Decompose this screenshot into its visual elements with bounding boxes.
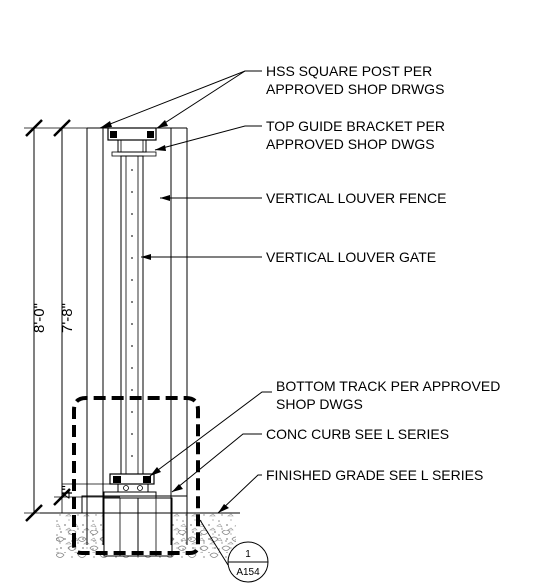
post-footing-right xyxy=(137,497,173,557)
callout-top-guide-line2: APPROVED SHOP DWGS xyxy=(266,136,435,152)
dimension-clearance: 4" xyxy=(59,483,110,513)
callout-top-guide-line1: TOP GUIDE BRACKET PER xyxy=(266,118,445,134)
detail-number: 1 xyxy=(245,549,251,560)
louver-gate-panel xyxy=(120,155,144,475)
callout-bottom-track-line1: BOTTOM TRACK PER APPROVED xyxy=(276,378,500,394)
dimension-overall-height: 8'-0" xyxy=(31,303,48,333)
footing-dashed-outline xyxy=(72,396,200,555)
dimension-gate-height: 7'-8" xyxy=(59,303,76,333)
bottom-track xyxy=(103,473,157,499)
top-guide-bracket xyxy=(107,127,157,157)
detail-reference-tag: 1 A154 xyxy=(227,541,269,583)
callout-finished-grade: FINISHED GRADE SEE L SERIES xyxy=(266,467,483,483)
callout-conc-curb: CONC CURB SEE L SERIES xyxy=(266,426,449,442)
leader-arrows xyxy=(100,120,229,513)
callout-bottom-track-line2: SHOP DWGS xyxy=(276,396,363,412)
callout-hss-post-line2: APPROVED SHOP DRWGS xyxy=(266,81,444,97)
leader-lines xyxy=(99,70,272,566)
callout-hss-post-line1: HSS SQUARE POST PER xyxy=(266,63,432,79)
ground-section xyxy=(40,495,240,558)
callout-louver-gate: VERTICAL LOUVER GATE xyxy=(266,249,436,265)
detail-sheet: A154 xyxy=(236,567,260,578)
callout-louver-fence: VERTICAL LOUVER FENCE xyxy=(266,190,447,206)
post-footing-left xyxy=(103,497,139,557)
hss-posts xyxy=(86,127,188,545)
dimension-overall: 8'-0" xyxy=(24,119,100,522)
dimension-clearance-value: 4" xyxy=(59,485,76,499)
